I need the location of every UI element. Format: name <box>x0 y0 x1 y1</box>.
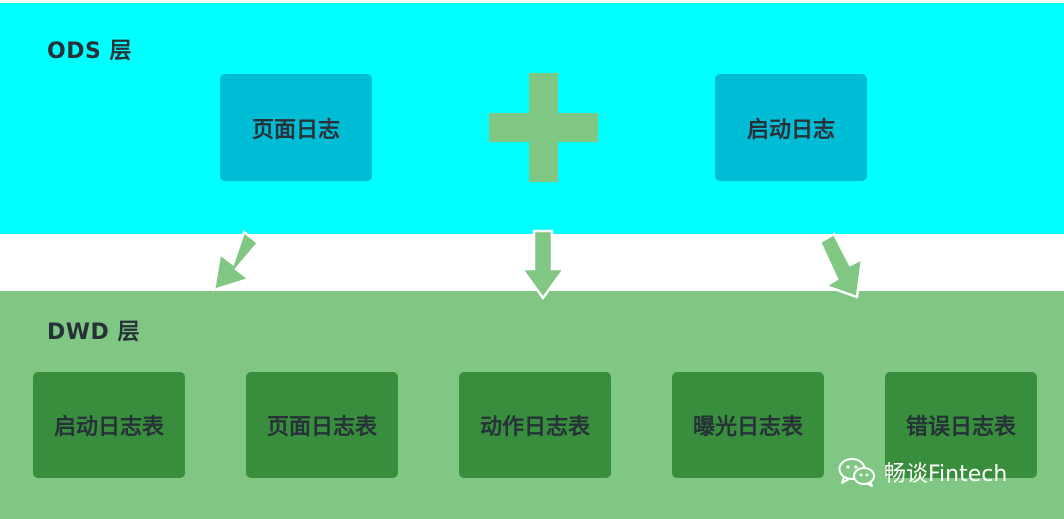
ods-box-startup-log: 启动日志 <box>715 74 867 181</box>
plus-sign-vertical <box>529 73 558 182</box>
dwd-box-error-log-table: 错误日志表 <box>885 372 1037 478</box>
arrow-down-left-icon <box>212 229 260 292</box>
dwd-box-page-log-table: 页面日志表 <box>246 372 398 478</box>
watermark: 畅谈Fintech <box>838 455 1007 489</box>
arrow-down-right-icon <box>818 232 864 299</box>
dwd-layer-label: DWD 层 <box>47 320 140 345</box>
wechat-icon <box>838 458 875 487</box>
arrow-down-icon <box>519 229 567 301</box>
dwd-box-startup-log-table: 启动日志表 <box>33 372 185 478</box>
dwd-box-action-log-table: 动作日志表 <box>459 372 611 478</box>
ods-box-page-log: 页面日志 <box>220 74 372 181</box>
dwd-box-exposure-log-table: 曝光日志表 <box>672 372 824 478</box>
ods-layer-label: ODS 层 <box>47 39 132 64</box>
watermark-text: 畅谈Fintech <box>884 462 1008 487</box>
